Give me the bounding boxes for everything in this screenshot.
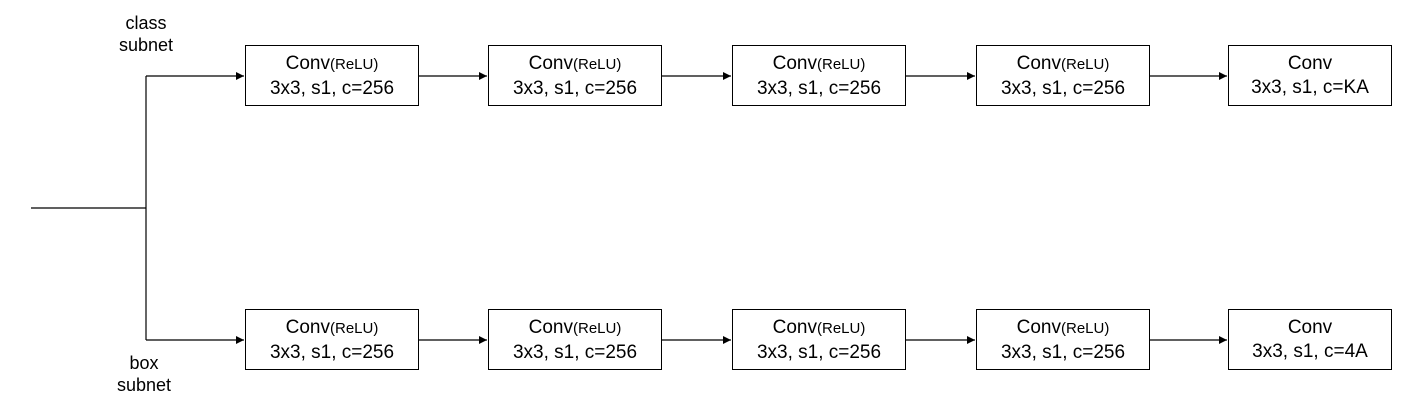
box-conv-block-1: Conv(ReLU) 3x3, s1, c=256 [245,309,419,370]
block-op-name: Conv [1016,53,1061,74]
block-title: Conv(ReLU) [733,316,905,341]
block-op-name: Conv [285,53,330,74]
box-conv-block-4: Conv(ReLU) 3x3, s1, c=256 [976,309,1150,370]
activation-name: ReLU [335,320,374,337]
block-params: 3x3, s1, c=256 [512,78,638,99]
activation-name: ReLU [578,320,617,337]
box-subnet-label-line-2: subnet [116,375,172,395]
class-subnet-label: class subnet [96,12,196,56]
block-title: Conv [1287,317,1333,338]
block-op-name: Conv [772,53,817,74]
block-op-name: Conv [285,317,330,338]
activation-name: ReLU [1066,56,1105,73]
class-conv-block-2: Conv(ReLU) 3x3, s1, c=256 [488,45,662,106]
box-subnet-label-line-1: box [129,353,159,373]
box-conv-block-3: Conv(ReLU) 3x3, s1, c=256 [732,309,906,370]
block-params: 3x3, s1, c=256 [512,342,638,363]
block-title: Conv(ReLU) [977,316,1149,341]
block-title: Conv(ReLU) [246,52,418,77]
activation-name: ReLU [335,56,374,73]
block-params: 3x3, s1, c=4A [1252,341,1368,362]
block-title: Conv [1287,53,1333,74]
activation-name: ReLU [578,56,617,73]
class-conv-block-3: Conv(ReLU) 3x3, s1, c=256 [732,45,906,106]
block-params: 3x3, s1, c=256 [269,342,395,363]
block-op-name: Conv [528,53,573,74]
block-activation: (ReLU) [1061,320,1110,337]
block-params: 3x3, s1, c=256 [756,78,882,99]
block-activation: (ReLU) [330,320,379,337]
class-conv-block-4: Conv(ReLU) 3x3, s1, c=256 [976,45,1150,106]
block-op-name: Conv [772,317,817,338]
class-conv-block-final: Conv 3x3, s1, c=KA [1228,45,1392,106]
block-activation: (ReLU) [817,56,866,73]
block-activation: (ReLU) [1061,56,1110,73]
block-params: 3x3, s1, c=256 [1000,78,1126,99]
box-conv-block-final: Conv 3x3, s1, c=4A [1228,309,1392,370]
activation-name: ReLU [822,56,861,73]
class-subnet-label-line-1: class [125,13,167,33]
block-params: 3x3, s1, c=256 [756,342,882,363]
box-subnet-label: box subnet [94,352,194,396]
block-params: 3x3, s1, c=KA [1251,77,1369,98]
block-params: 3x3, s1, c=256 [269,78,395,99]
block-title: Conv(ReLU) [733,52,905,77]
block-title: Conv(ReLU) [489,52,661,77]
block-op-name: Conv [528,317,573,338]
activation-name: ReLU [822,320,861,337]
block-params: 3x3, s1, c=256 [1000,342,1126,363]
block-op-name: Conv [1016,317,1061,338]
block-title: Conv(ReLU) [977,52,1149,77]
block-activation: (ReLU) [817,320,866,337]
activation-name: ReLU [1066,320,1105,337]
block-title: Conv(ReLU) [246,316,418,341]
block-activation: (ReLU) [573,56,622,73]
block-title: Conv(ReLU) [489,316,661,341]
block-activation: (ReLU) [330,56,379,73]
class-subnet-label-line-2: subnet [118,35,174,55]
box-conv-block-2: Conv(ReLU) 3x3, s1, c=256 [488,309,662,370]
block-activation: (ReLU) [573,320,622,337]
class-conv-block-1: Conv(ReLU) 3x3, s1, c=256 [245,45,419,106]
